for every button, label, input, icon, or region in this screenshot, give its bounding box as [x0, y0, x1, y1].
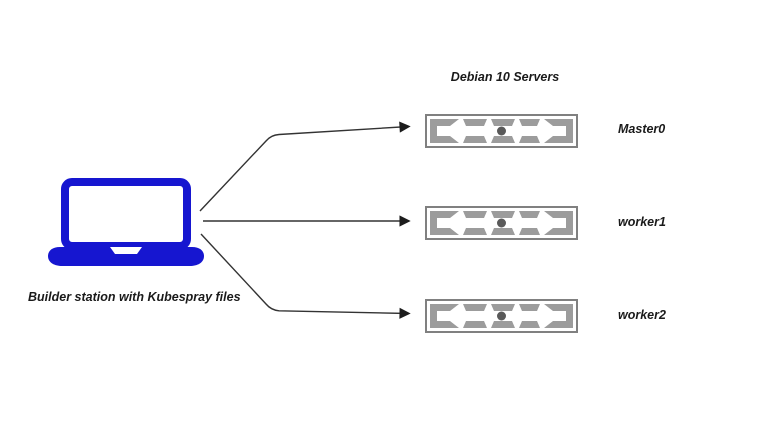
- server-label-worker2: worker2: [618, 308, 666, 322]
- server-label-master0: Master0: [618, 122, 666, 136]
- server-node-worker2: [425, 299, 578, 333]
- server-node-worker1: [425, 206, 578, 240]
- server-label-worker1: worker1: [618, 215, 666, 229]
- laptop-icon: [48, 178, 204, 266]
- server-node-master0: [425, 114, 578, 148]
- rack-server-icon: [425, 206, 578, 240]
- section-title: Debian 10 Servers: [450, 70, 560, 84]
- rack-server-icon: [425, 299, 578, 333]
- rack-server-icon: [425, 114, 578, 148]
- builder-station-node: [46, 177, 204, 267]
- builder-station-label: Builder station with Kubespray files: [28, 290, 241, 304]
- arrow-right-icon-to-master0: [199, 121, 411, 212]
